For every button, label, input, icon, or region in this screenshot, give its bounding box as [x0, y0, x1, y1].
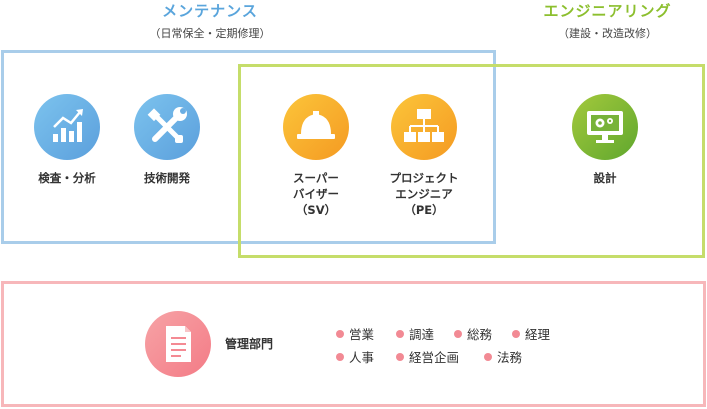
bullet-dot: [336, 352, 344, 361]
inspection-analysis-icon-circle: [34, 94, 100, 160]
monitor-gear-icon: [587, 111, 623, 143]
maintenance-box: [1, 50, 496, 244]
engineering-subtitle: （建設・改造改修）: [558, 27, 657, 40]
project-engineer-label-line3: （PE）: [404, 203, 444, 217]
management-icon-circle: [145, 311, 211, 377]
maintenance-subtitle: （日常保全・定期修理）: [149, 27, 271, 40]
bullet-dot: [396, 352, 404, 361]
bullet-dot: [336, 329, 344, 338]
supervisor-label-line3: （SV）: [295, 203, 337, 217]
management-label: 管理部門: [224, 337, 273, 351]
department-label: 法務: [497, 350, 523, 365]
bullet-dot: [512, 329, 520, 338]
supervisor-label-line2: バイザー: [293, 187, 339, 201]
department-item: 法務: [484, 347, 522, 366]
design-icon-circle: [572, 94, 638, 160]
department-item: 総務: [454, 324, 492, 343]
department-item: 人事: [336, 347, 374, 366]
department-item: 調達: [396, 324, 434, 343]
bullet-dot: [454, 329, 462, 338]
department-label: 調達: [409, 327, 435, 342]
department-label: 営業: [349, 327, 375, 342]
inspection-analysis-label: 検査・分析: [38, 171, 96, 185]
department-item: 営業: [336, 324, 374, 343]
project-engineer-label-line2: エンジニア: [395, 187, 453, 201]
engineering-box: [238, 64, 705, 258]
bullet-dot: [396, 329, 404, 338]
maintenance-title: メンテナンス: [162, 2, 258, 20]
project-engineer-label: プロジェクト エンジニア （PE）: [379, 170, 469, 218]
tech-development-label: 技術開発: [144, 171, 190, 185]
bullet-dot: [484, 352, 492, 361]
department-label: 経営企画: [409, 350, 460, 365]
tools-icon: [147, 107, 187, 143]
tech-development-icon-circle: [134, 94, 200, 160]
department-label: 総務: [467, 327, 493, 342]
project-engineer-icon-circle: [391, 94, 457, 160]
department-label: 経理: [525, 327, 551, 342]
supervisor-label-line1: スーパー: [293, 171, 339, 185]
design-label: 設計: [593, 171, 617, 185]
department-label: 人事: [349, 350, 375, 365]
engineering-title: エンジニアリング: [543, 2, 672, 20]
department-item: 経理: [512, 324, 550, 343]
project-engineer-label-line1: プロジェクト: [389, 171, 459, 185]
supervisor-label: スーパー バイザー （SV）: [271, 170, 361, 218]
hard-hat-icon: [297, 111, 335, 139]
department-item: 経営企画: [396, 347, 459, 366]
supervisor-icon-circle: [283, 94, 349, 160]
chart-icon: [53, 109, 83, 142]
document-icon: [166, 326, 191, 362]
management-box: [1, 281, 706, 407]
org-chart-icon: [404, 109, 444, 142]
